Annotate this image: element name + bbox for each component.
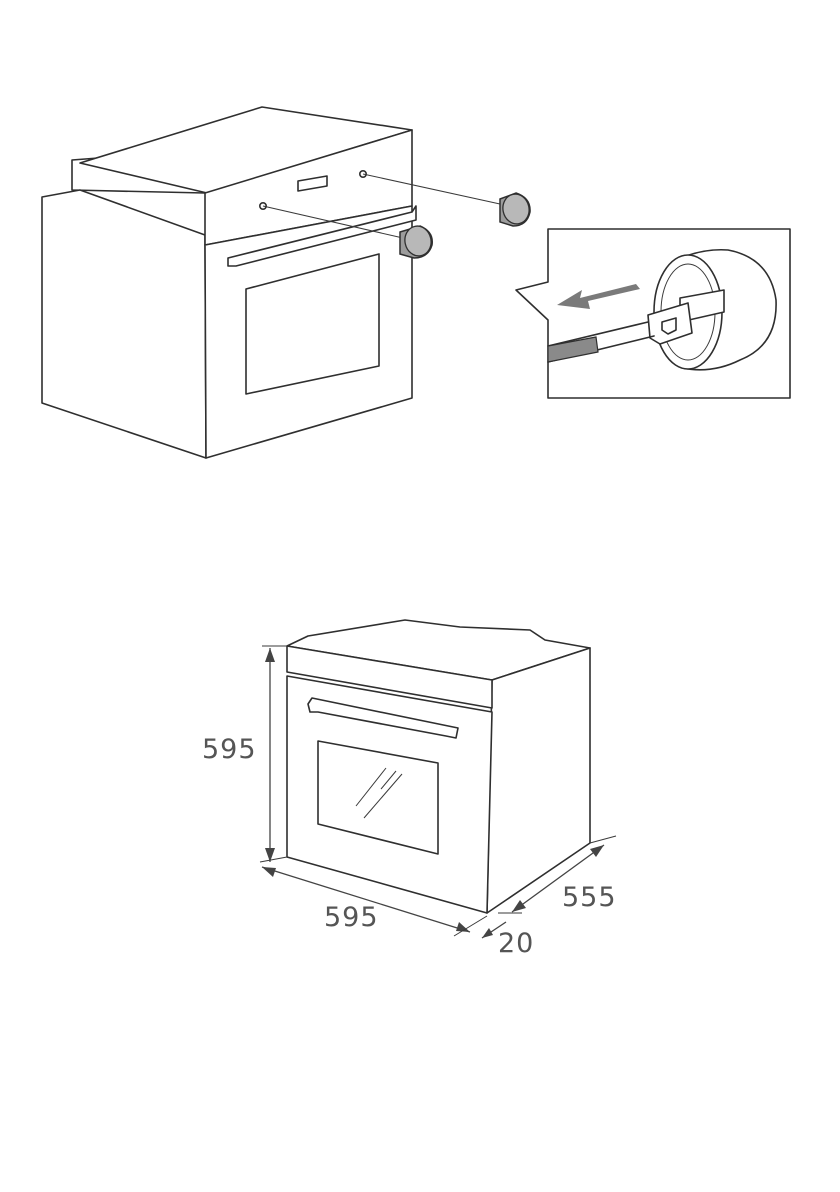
- width-label: 595: [324, 902, 379, 933]
- oven-knob-installation-illustration: [42, 107, 790, 458]
- knob-right: [500, 192, 532, 227]
- oven-dimension-drawing: 595 595 555 20: [202, 620, 617, 959]
- oven-side: [487, 648, 590, 913]
- height-label: 595: [202, 734, 257, 765]
- offset-label: 20: [498, 928, 534, 959]
- depth-label: 555: [562, 882, 617, 913]
- oven-side-panel: [42, 190, 206, 458]
